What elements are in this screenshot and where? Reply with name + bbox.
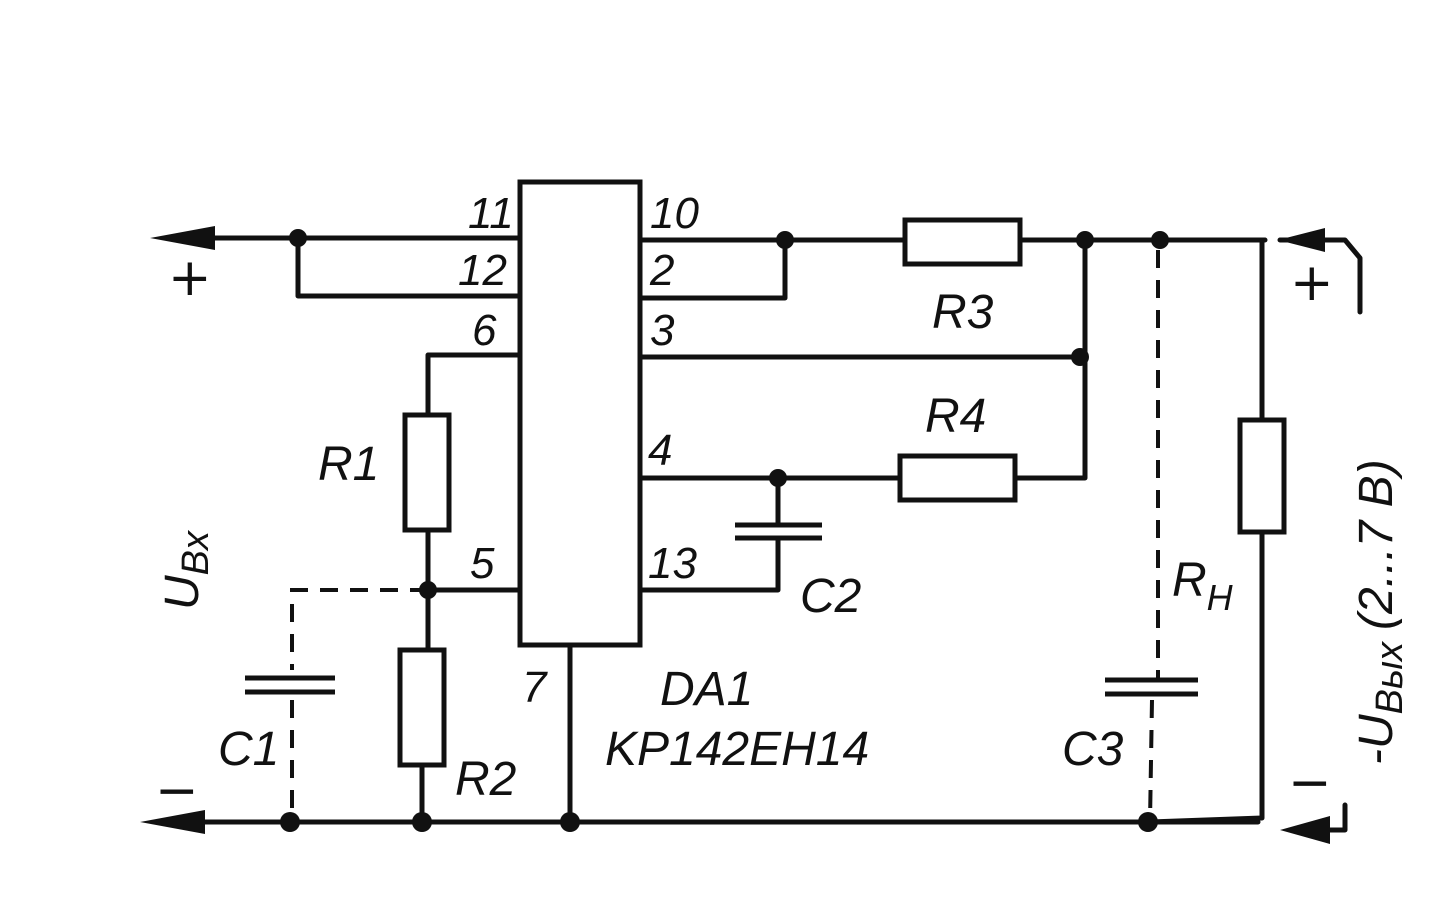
c1-label: C1 (218, 723, 279, 776)
r4-label: R4 (925, 390, 986, 443)
rn-label: RH (1172, 554, 1234, 618)
c2-label: C2 (800, 570, 861, 623)
pin-2-label: 2 (649, 246, 674, 295)
pin-13-label: 13 (648, 539, 697, 588)
output-minus-sign: − (1288, 753, 1332, 813)
junction (1138, 812, 1158, 832)
resistor-rn (1237, 417, 1287, 535)
junctions (280, 229, 1169, 832)
output-voltage-range: (2...7 B) (1350, 459, 1403, 630)
r3-label: R3 (932, 286, 994, 339)
input-voltage-main: U (156, 575, 209, 610)
pin-7-label: 7 (522, 663, 548, 712)
resistor-r4 (897, 453, 1018, 503)
capacitor-c3 (1105, 677, 1198, 697)
output-voltage-sub: Bых (1369, 640, 1411, 714)
c3-label: C3 (1062, 723, 1124, 776)
input-plus-sign: + (168, 248, 212, 308)
output-minus-arrow (1280, 816, 1330, 844)
output-voltage-main: -U (1350, 714, 1403, 765)
capacitor-c2 (735, 522, 822, 541)
resistor-r1 (402, 412, 452, 533)
junction (776, 231, 794, 249)
input-plus-arrow (150, 226, 215, 250)
input-minus-arrow (140, 810, 205, 834)
junction (280, 812, 300, 832)
component-labels: R1 R2 R3 R4 RH C1 C2 C3 DA1 KP142EH14 (218, 286, 1234, 806)
pin-3-label: 3 (650, 306, 675, 355)
output-plus-arrow (1278, 228, 1325, 252)
optional-wires (290, 250, 1160, 823)
pin-5-label: 5 (470, 539, 495, 588)
r1-label: R1 (318, 438, 379, 491)
junction (1076, 231, 1094, 249)
pin-4-label: 4 (648, 426, 672, 475)
r2-label: R2 (455, 753, 516, 806)
pin-labels: 11 12 6 5 7 10 2 3 4 13 (458, 189, 699, 712)
junction (1151, 231, 1169, 249)
output-plus-sign: + (1290, 253, 1334, 313)
junction (769, 469, 787, 487)
resistor-r2 (397, 647, 447, 768)
rn-label-main: R (1172, 554, 1207, 607)
input-voltage-label: UBx (156, 529, 217, 610)
chip-ref-label: DA1 (660, 663, 753, 716)
junction (289, 229, 307, 247)
chip-da1-body (517, 179, 643, 648)
junction (1071, 348, 1089, 366)
junction (412, 812, 432, 832)
input-voltage-sub: Bx (175, 529, 217, 575)
junction (560, 812, 580, 832)
pin-10-label: 10 (650, 189, 699, 238)
pin-6-label: 6 (472, 306, 497, 355)
input-minus-sign: − (155, 761, 199, 821)
chip-part-label: KP142EH14 (605, 723, 869, 776)
pin-12-label: 12 (458, 246, 507, 295)
resistor-r3 (902, 217, 1023, 267)
output-voltage-label: -UBых (2...7 B) (1350, 459, 1411, 765)
junction (419, 581, 437, 599)
rn-label-sub: H (1207, 577, 1234, 618)
terminal-arrows (140, 226, 1330, 844)
pin-11-label: 11 (468, 189, 514, 238)
capacitor-c1 (245, 675, 335, 695)
